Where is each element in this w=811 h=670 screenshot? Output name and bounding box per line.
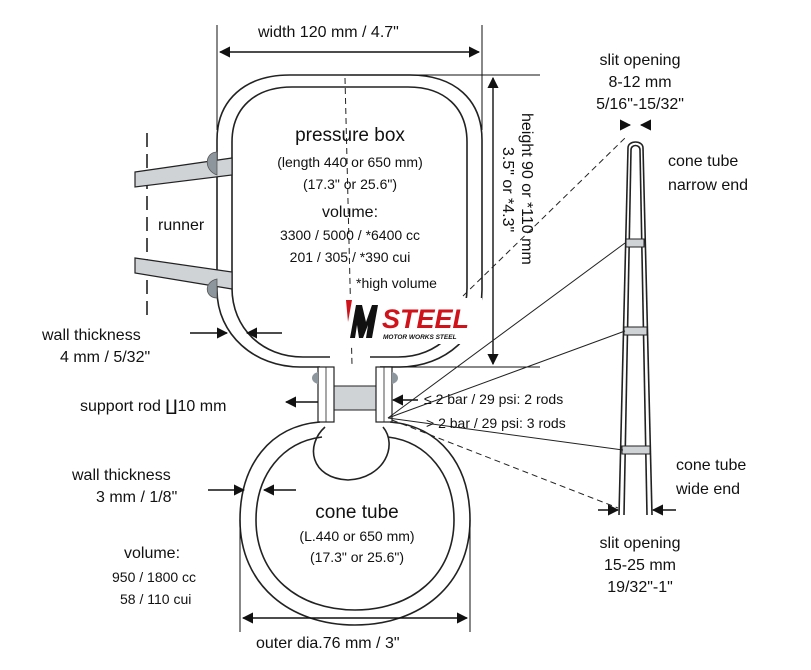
high-volume-note: *high volume xyxy=(356,275,437,291)
svg-text:height 90 or *110 mm: height 90 or *110 mm xyxy=(518,113,535,265)
support-rod-assembly xyxy=(312,366,398,423)
cone-tube-outer-wall xyxy=(239,421,471,626)
cone-volume-cc: 950 / 1800 cc xyxy=(112,569,196,585)
dimension-lines xyxy=(190,25,676,632)
runner-lower xyxy=(134,257,233,299)
cone-narrow-end: narrow end xyxy=(668,177,748,194)
cone-tube-bulge xyxy=(312,426,390,481)
mws-logo-mark xyxy=(350,305,378,338)
pressure-box-volume-title: volume: xyxy=(322,204,378,221)
slit-bottom-label: slit opening xyxy=(600,535,681,552)
cone-volume-title: volume: xyxy=(124,545,180,562)
cone-wide-label: cone tube xyxy=(676,457,746,474)
support-rod-label: support rod ∐10 mm xyxy=(80,398,226,415)
runner-upper xyxy=(134,151,233,188)
mws-logo-tagline: MOTOR WORKS STEEL xyxy=(383,334,457,341)
pressure-box-volume-cui: 201 / 305 / *390 cui xyxy=(290,249,411,265)
svg-text:3.5" or *4.3": 3.5" or *4.3" xyxy=(499,147,516,232)
cone-narrow-label: cone tube xyxy=(668,153,738,170)
slit-bottom-mm: 15-25 mm xyxy=(604,557,676,574)
pressure-box-center-line xyxy=(344,77,353,366)
wall-thickness-top-value: 4 mm / 5/32" xyxy=(60,349,150,366)
width-label: width 120 mm / 4.7" xyxy=(257,24,399,41)
cone-tube-length: (L.440 or 650 mm) xyxy=(299,528,414,544)
cone-tube-length-in: (17.3" or 25.6") xyxy=(310,549,404,565)
mws-logo-brand: STEEL xyxy=(382,304,469,334)
cone-tube-inner-wall xyxy=(255,436,455,611)
runner-label: runner xyxy=(158,217,205,234)
outer-dia-label: outer dia.76 mm / 3" xyxy=(256,635,400,652)
rods-high-pressure: > 2 bar / 29 psi: 3 rods xyxy=(426,415,566,431)
pressure-box-volume-cc: 3300 / 5000 / *6400 cc xyxy=(280,227,420,243)
cone-wide-end: wide end xyxy=(675,481,740,498)
cone-tube-title: cone tube xyxy=(315,502,398,523)
leader-lines xyxy=(387,137,626,509)
wall-thickness-bottom-label: wall thickness xyxy=(71,467,171,484)
wall-thickness-bottom-value: 3 mm / 1/8" xyxy=(96,489,177,506)
pressure-box-length: (length 440 or 650 mm) xyxy=(277,154,423,170)
rods-low-pressure: ≤ 2 bar / 29 psi: 2 rods xyxy=(424,391,563,407)
mws-logo: STEEL MOTOR WORKS STEEL xyxy=(340,298,482,344)
cone-volume-cui: 58 / 110 cui xyxy=(120,591,191,607)
cone-tube xyxy=(239,421,471,626)
wall-thickness-top-label: wall thickness xyxy=(41,327,141,344)
slit-top-label: slit opening xyxy=(600,52,681,69)
slit-bottom-in: 19/32"-1" xyxy=(607,579,673,596)
height-label: height 90 or *110 mm 3.5" or *4.3" xyxy=(499,113,535,265)
slit-top-mm: 8-12 mm xyxy=(608,74,671,91)
pressure-box-length-in: (17.3" or 25.6") xyxy=(303,176,397,192)
pressure-box-title: pressure box xyxy=(295,125,405,146)
slit-top-in: 5/16"-15/32" xyxy=(596,96,684,113)
